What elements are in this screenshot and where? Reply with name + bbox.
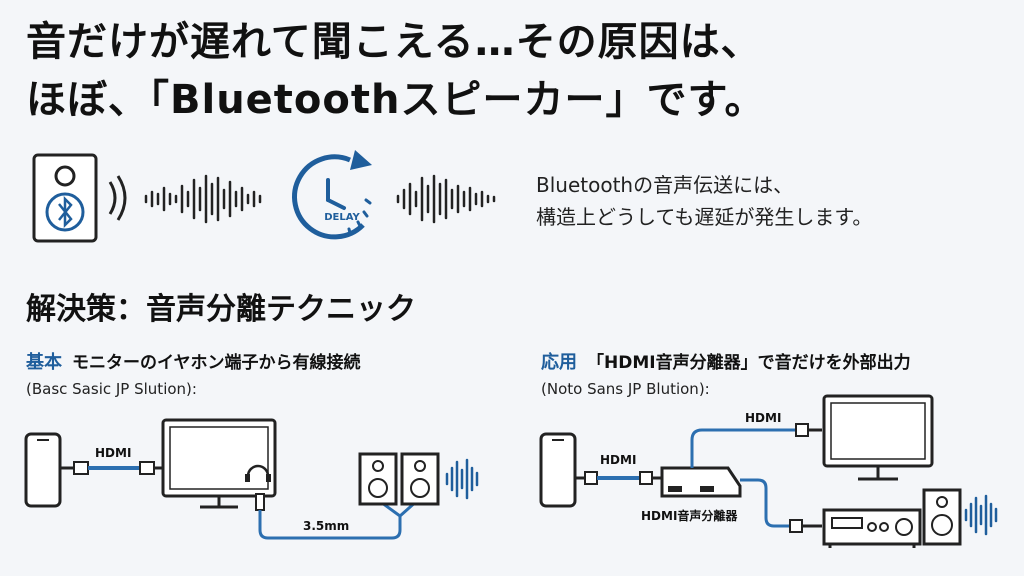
monitor-icon-adv: [822, 394, 934, 481]
description-line-1: Bluetoothの音声伝送には、: [536, 173, 794, 197]
splitter-label: HDMI音声分離器: [641, 509, 738, 523]
headline-line-2: ほぼ、「Bluetoothスピーカー」です。: [26, 77, 766, 123]
bluetooth-speaker-icon: [32, 153, 127, 243]
basic-accent: 基本: [26, 352, 62, 373]
basic-method-label: 基本モニターのイヤホン端子から有線接続: [26, 348, 361, 374]
smartphone-icon: [24, 432, 62, 508]
sound-wave-speaker-icon: [445, 458, 479, 500]
delay-label: DELAY: [324, 212, 360, 223]
hdmi-cable-to-splitter-icon: [575, 471, 662, 485]
hdmi-cable-icon: [60, 461, 165, 475]
stereo-speakers-icon: [358, 452, 440, 506]
advanced-subtitle: (Noto Sans JP Blution):: [541, 380, 710, 398]
hdmi-splitter-icon: [660, 466, 742, 498]
headline-line-1: 音だけが遅れて聞こえる…その原因は、: [26, 19, 762, 65]
solution-heading: 解決策：音声分離テクニック: [26, 292, 416, 327]
advanced-label-text: 「HDMI音声分離器」で音だけを外部出力: [587, 353, 911, 373]
audio-cable-to-amp-icon: [740, 478, 822, 533]
headphone-jack-icon: [245, 464, 271, 482]
delay-clock-icon: [292, 150, 372, 240]
sound-wave-adv-icon: [964, 494, 998, 536]
basic-subtitle: (Basc Sasic JP Slution):: [26, 380, 197, 398]
hdmi-cable-to-monitor-icon: [690, 423, 822, 468]
advanced-method-label: 応用「HDMI音声分離器」で音だけを外部出力: [541, 348, 911, 374]
advanced-accent: 応用: [541, 352, 577, 373]
description-line-2: 構造上どうしても遅延が発生します。: [536, 205, 873, 229]
basic-cable-label: 3.5mm: [303, 519, 350, 533]
sound-wave-left-icon: [144, 174, 262, 224]
basic-label-text: モニターのイヤホン端子から有線接続: [72, 353, 361, 373]
basic-hdmi-label: HDMI: [95, 446, 132, 460]
amplifier-icon: [822, 508, 922, 548]
smartphone-icon-adv: [539, 432, 577, 508]
speaker-icon-adv: [922, 488, 962, 546]
adv-hdmi-phone-label: HDMI: [600, 453, 637, 467]
adv-hdmi-monitor-label: HDMI: [745, 411, 782, 425]
sound-wave-right-icon: [396, 174, 496, 224]
